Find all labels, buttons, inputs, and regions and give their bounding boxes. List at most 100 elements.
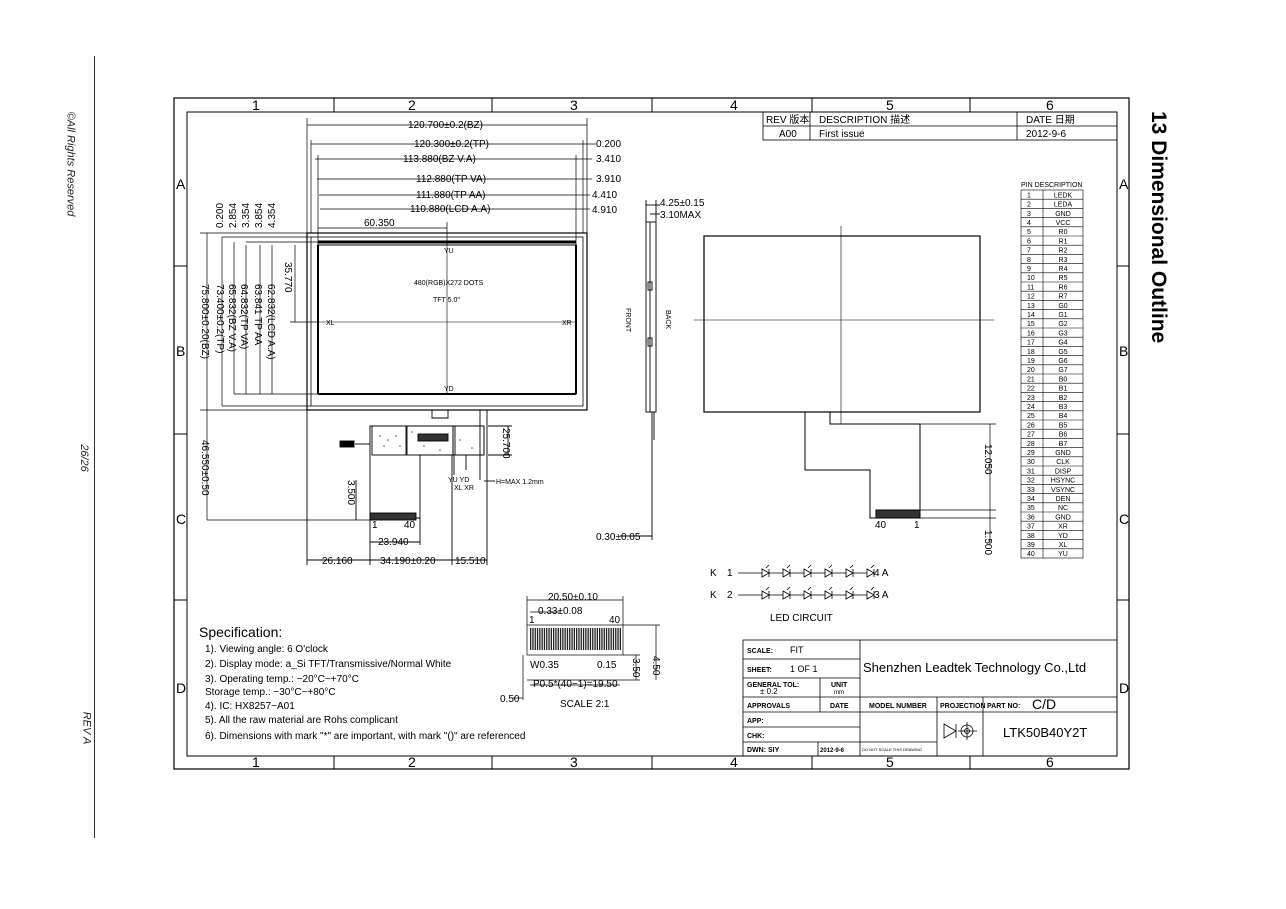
pin-table [1020,189,1084,559]
fpc-contact [550,628,552,650]
fpc-contact [536,628,539,650]
fpc-contact [582,628,585,650]
pin-description: YU [1058,551,1068,558]
led-diode [866,568,875,578]
dim-tp-va-height: 64.832(TP VA) [238,284,249,349]
led-diode [761,568,770,578]
dim-left-4354: 4.354 [267,203,278,228]
dim-bz-height: 75.800±0.20(BZ) [199,284,210,359]
side-back-label: BACK [664,310,671,329]
center-size: TFT 5.0" [433,297,460,304]
side-fpc-thickness: 0.30±0.05 [596,532,641,543]
revision-table [762,111,1118,141]
pin-description: DISP [1055,468,1072,475]
pin-description: G2 [1058,321,1067,328]
dim-tp-va: 112.880(TP VA) [416,174,486,185]
pin-number: 14 [1027,312,1035,319]
fpc-contact [539,628,541,650]
model-number-label: MODEL NUMBER [869,703,927,710]
model-name: LTK50B40Y2T [1003,725,1087,740]
fpc-contact [534,628,536,650]
dim-tp-height: 73.400±0.2(TP) [214,284,225,353]
pin-number: 23 [1027,395,1035,402]
back-pin1: 1 [914,520,920,531]
pin-number: 13 [1027,303,1035,310]
pin-number: 19 [1027,358,1035,365]
pin-number: 37 [1027,524,1035,531]
spec-line-5: 4). IC: HX8257−A01 [205,701,295,712]
rev-header-date: DATE 日期 [1026,114,1075,126]
pin-description: YD [1058,533,1068,540]
pin-description: B1 [1059,386,1068,393]
dim-tp-aa: 111.880(TP AA) [416,190,486,201]
pin-description: R5 [1059,275,1068,282]
pin-number: 2 [1027,202,1031,209]
pin-number: 32 [1027,478,1035,485]
pin-description: G7 [1058,367,1067,374]
pin-description: DEN [1056,496,1071,503]
led-circuit-title: LED CIRCUIT [770,613,833,624]
led-n1: 1 [727,568,733,579]
fpc-contact [569,628,571,650]
pin-number: 39 [1027,542,1035,549]
grid-row-d-left: D [176,680,186,696]
pin-number: 24 [1027,404,1035,411]
fpc-contact [566,628,569,650]
pin-description: B0 [1059,376,1068,383]
pin-description: R7 [1059,294,1068,301]
side-front-label: FRONT [624,308,631,333]
spec-line-1: 1). Viewing angle: 6 O'clock [205,644,329,655]
fpc-contact [615,628,617,650]
pin-number: 33 [1027,487,1035,494]
projection-label: PROJECTION [940,703,986,710]
pin-number: 8 [1027,257,1031,264]
led-diode [824,590,833,600]
dim-tp-width: 120.300±0.2(TP) [414,139,489,150]
pin-number: 21 [1027,376,1035,383]
fpc-contact [605,628,608,650]
fpc-contact [548,628,550,650]
pin-description: R0 [1059,229,1068,236]
pin-description: LEDK [1054,192,1073,199]
dim-left-3354: 3.354 [241,203,252,228]
grid-col-2-top: 2 [408,97,416,113]
fpc-contact [564,628,566,650]
pin-number: 5 [1027,229,1031,236]
fpc-contact [543,628,546,650]
pin-description: G6 [1058,358,1067,365]
pin-number: 18 [1027,349,1035,356]
pin-number: 35 [1027,505,1035,512]
pin-number: 25 [1027,413,1035,420]
title-block [742,639,1118,757]
spec-line-4: Storage temp.: −30°C~+80°C [205,687,336,698]
rev-value: A00 [779,129,797,140]
dim-right-3910: 3.910 [596,174,621,185]
dim-lcd-aa-height: 62.832(LCD A.A) [265,284,276,360]
pin-description: G4 [1058,340,1067,347]
back-view [694,226,996,545]
pin-description: GND [1055,450,1071,457]
fpc-contact [541,628,543,650]
fpc-contact [587,628,589,650]
dim-fpc-length: 46.550±0.50 [199,440,210,496]
fpc-pitch: P0.5*(40−1)=19.50 [533,679,618,690]
date-label: DATE [830,703,849,710]
scale-value: FIT [790,645,804,655]
fpc-contact [603,628,605,650]
pin-number: 40 [1027,551,1035,558]
led-circuit [738,564,875,600]
label-yu: YU [444,248,454,255]
dim-bottom-left: 26.160 [322,556,353,567]
pin-number: 36 [1027,514,1035,521]
pin-number: 6 [1027,238,1031,245]
grid-row-b-left: B [176,343,185,359]
pin-number: 28 [1027,441,1035,448]
pin-number: 10 [1027,275,1035,282]
led-diode [845,590,854,600]
pin-description: R3 [1059,257,1068,264]
dim-23940: 23.940 [378,537,409,548]
rev-description: First issue [819,129,865,140]
front-view [200,118,596,565]
rev-header-rev: REV 版本 [766,113,809,126]
